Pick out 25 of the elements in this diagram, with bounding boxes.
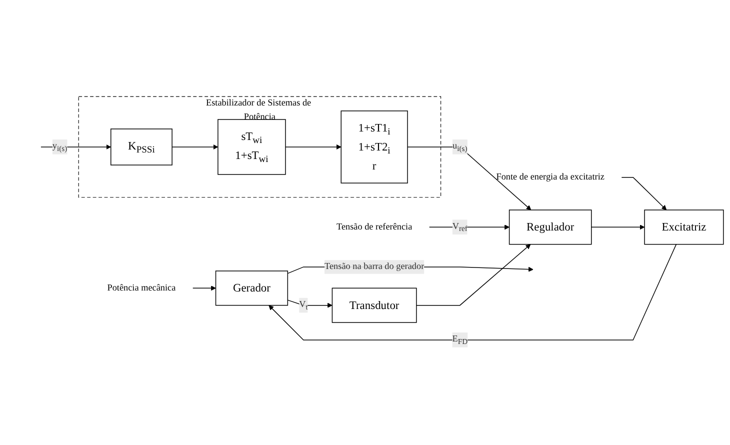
block-box: Excitatriz	[644, 210, 724, 246]
text-label: Tensão de referência	[336, 222, 412, 232]
arrow	[416, 244, 531, 306]
arrow	[407, 147, 532, 211]
block-box: 1+sT1$_{i}$ 1+sT2$_{i}$ r	[340, 111, 408, 184]
arrow	[285, 144, 342, 150]
edge-label: E$_{FD}$	[452, 332, 468, 348]
edge-label: Tensão na barra do gerador	[324, 260, 424, 274]
text-label: Potência mecânica	[107, 283, 176, 294]
block-box: sT$_{wi}$ 1+sT$_{wi}$	[218, 120, 286, 176]
text-label: Fonte de energia da excitatriz	[496, 172, 604, 182]
block-box: Regulador	[508, 210, 592, 246]
arrow	[591, 225, 645, 230]
arrow	[172, 144, 218, 150]
edge-label: V$_{t}$	[299, 298, 308, 314]
arrow	[268, 244, 677, 341]
block-box: K$_{PSSi}$	[110, 129, 172, 166]
arrow	[192, 286, 216, 292]
arrow	[287, 300, 332, 308]
block-box: Gerador	[215, 271, 288, 306]
edge-label: y$_{i(s)}$	[52, 140, 68, 155]
block-box: Transdutor	[332, 288, 417, 324]
edge-label: V$_{ref}$	[452, 220, 468, 236]
edge-label: u$_{i(s)}$	[452, 140, 468, 155]
arrow	[621, 177, 667, 211]
